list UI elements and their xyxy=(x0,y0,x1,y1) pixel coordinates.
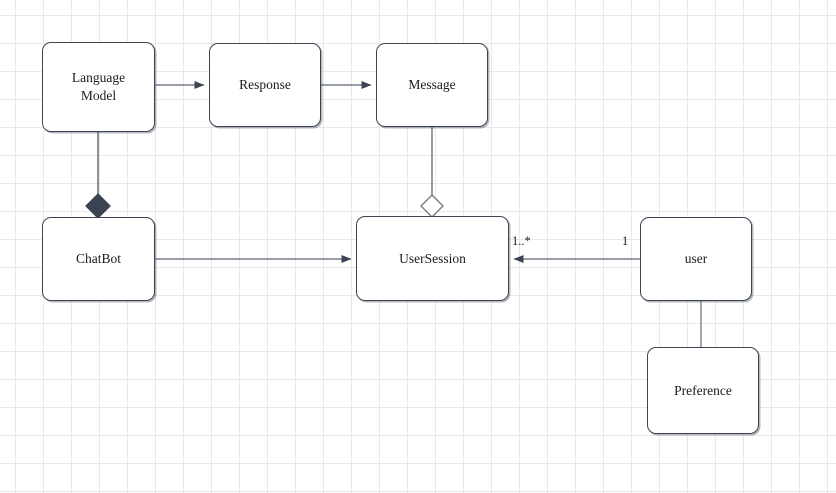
multiplicity-user-session: 1..* xyxy=(512,234,531,248)
edge-language-model-to-chatbot xyxy=(85,132,111,219)
node-chatbot[interactable]: ChatBot xyxy=(42,217,155,301)
node-label-user-session: UserSession xyxy=(399,250,466,266)
node-label-preference: Preference xyxy=(674,382,732,398)
node-message[interactable]: Message xyxy=(376,43,488,127)
node-user-session[interactable]: UserSession xyxy=(356,216,509,301)
node-label-message: Message xyxy=(408,77,456,93)
node-label-user: user xyxy=(684,251,708,267)
hollow-diamond-icon xyxy=(420,194,444,218)
node-label-response: Response xyxy=(239,77,291,93)
node-user[interactable]: user xyxy=(640,217,752,301)
node-label-chatbot: ChatBot xyxy=(75,251,121,267)
filled-diamond-icon xyxy=(85,193,111,219)
multiplicity-user: 1 xyxy=(622,234,629,248)
edge-message-to-user-session xyxy=(420,127,444,218)
node-label-language-model: Language Model xyxy=(71,70,126,103)
node-response[interactable]: Response xyxy=(209,43,321,127)
node-language-model[interactable]: Language Model xyxy=(42,42,155,132)
node-preference[interactable]: Preference xyxy=(647,347,759,434)
